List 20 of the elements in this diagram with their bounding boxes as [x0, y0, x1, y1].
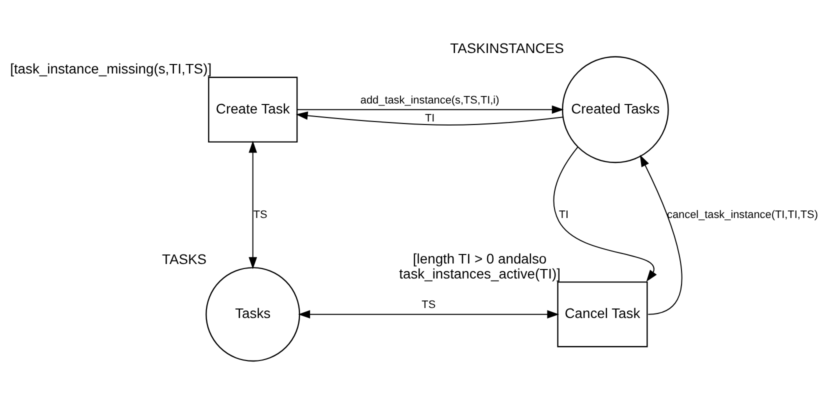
arrow — [296, 111, 564, 126]
arrow — [553, 146, 657, 282]
node-box: Cancel Task — [557, 281, 648, 348]
arrow — [640, 154, 682, 315]
node-label: [task_instance_missing(s,TI,TS)] — [10, 60, 212, 77]
arrow — [296, 105, 564, 114]
edge-label: TS — [422, 299, 436, 312]
node-label: TASKINSTANCES — [450, 40, 564, 56]
node-circle: Tasks — [206, 267, 300, 362]
edge-label: add_task_instance(s,TS,TI,i) — [360, 94, 500, 106]
node-circle: Created Tasks — [562, 56, 669, 164]
node-label: [length TI > 0 andalso task_instances_active(TI)] — [399, 250, 560, 282]
edge-label: cancel_task_instance(TI,TI,TS) — [667, 208, 818, 221]
arrow — [248, 140, 258, 270]
node-label: TASKS — [162, 250, 207, 267]
arrow — [298, 310, 560, 319]
edge-label: TI — [558, 208, 569, 221]
edge-label: TI — [424, 112, 435, 124]
edge-label: TS — [253, 208, 268, 221]
node-box: Create Task — [208, 76, 298, 142]
